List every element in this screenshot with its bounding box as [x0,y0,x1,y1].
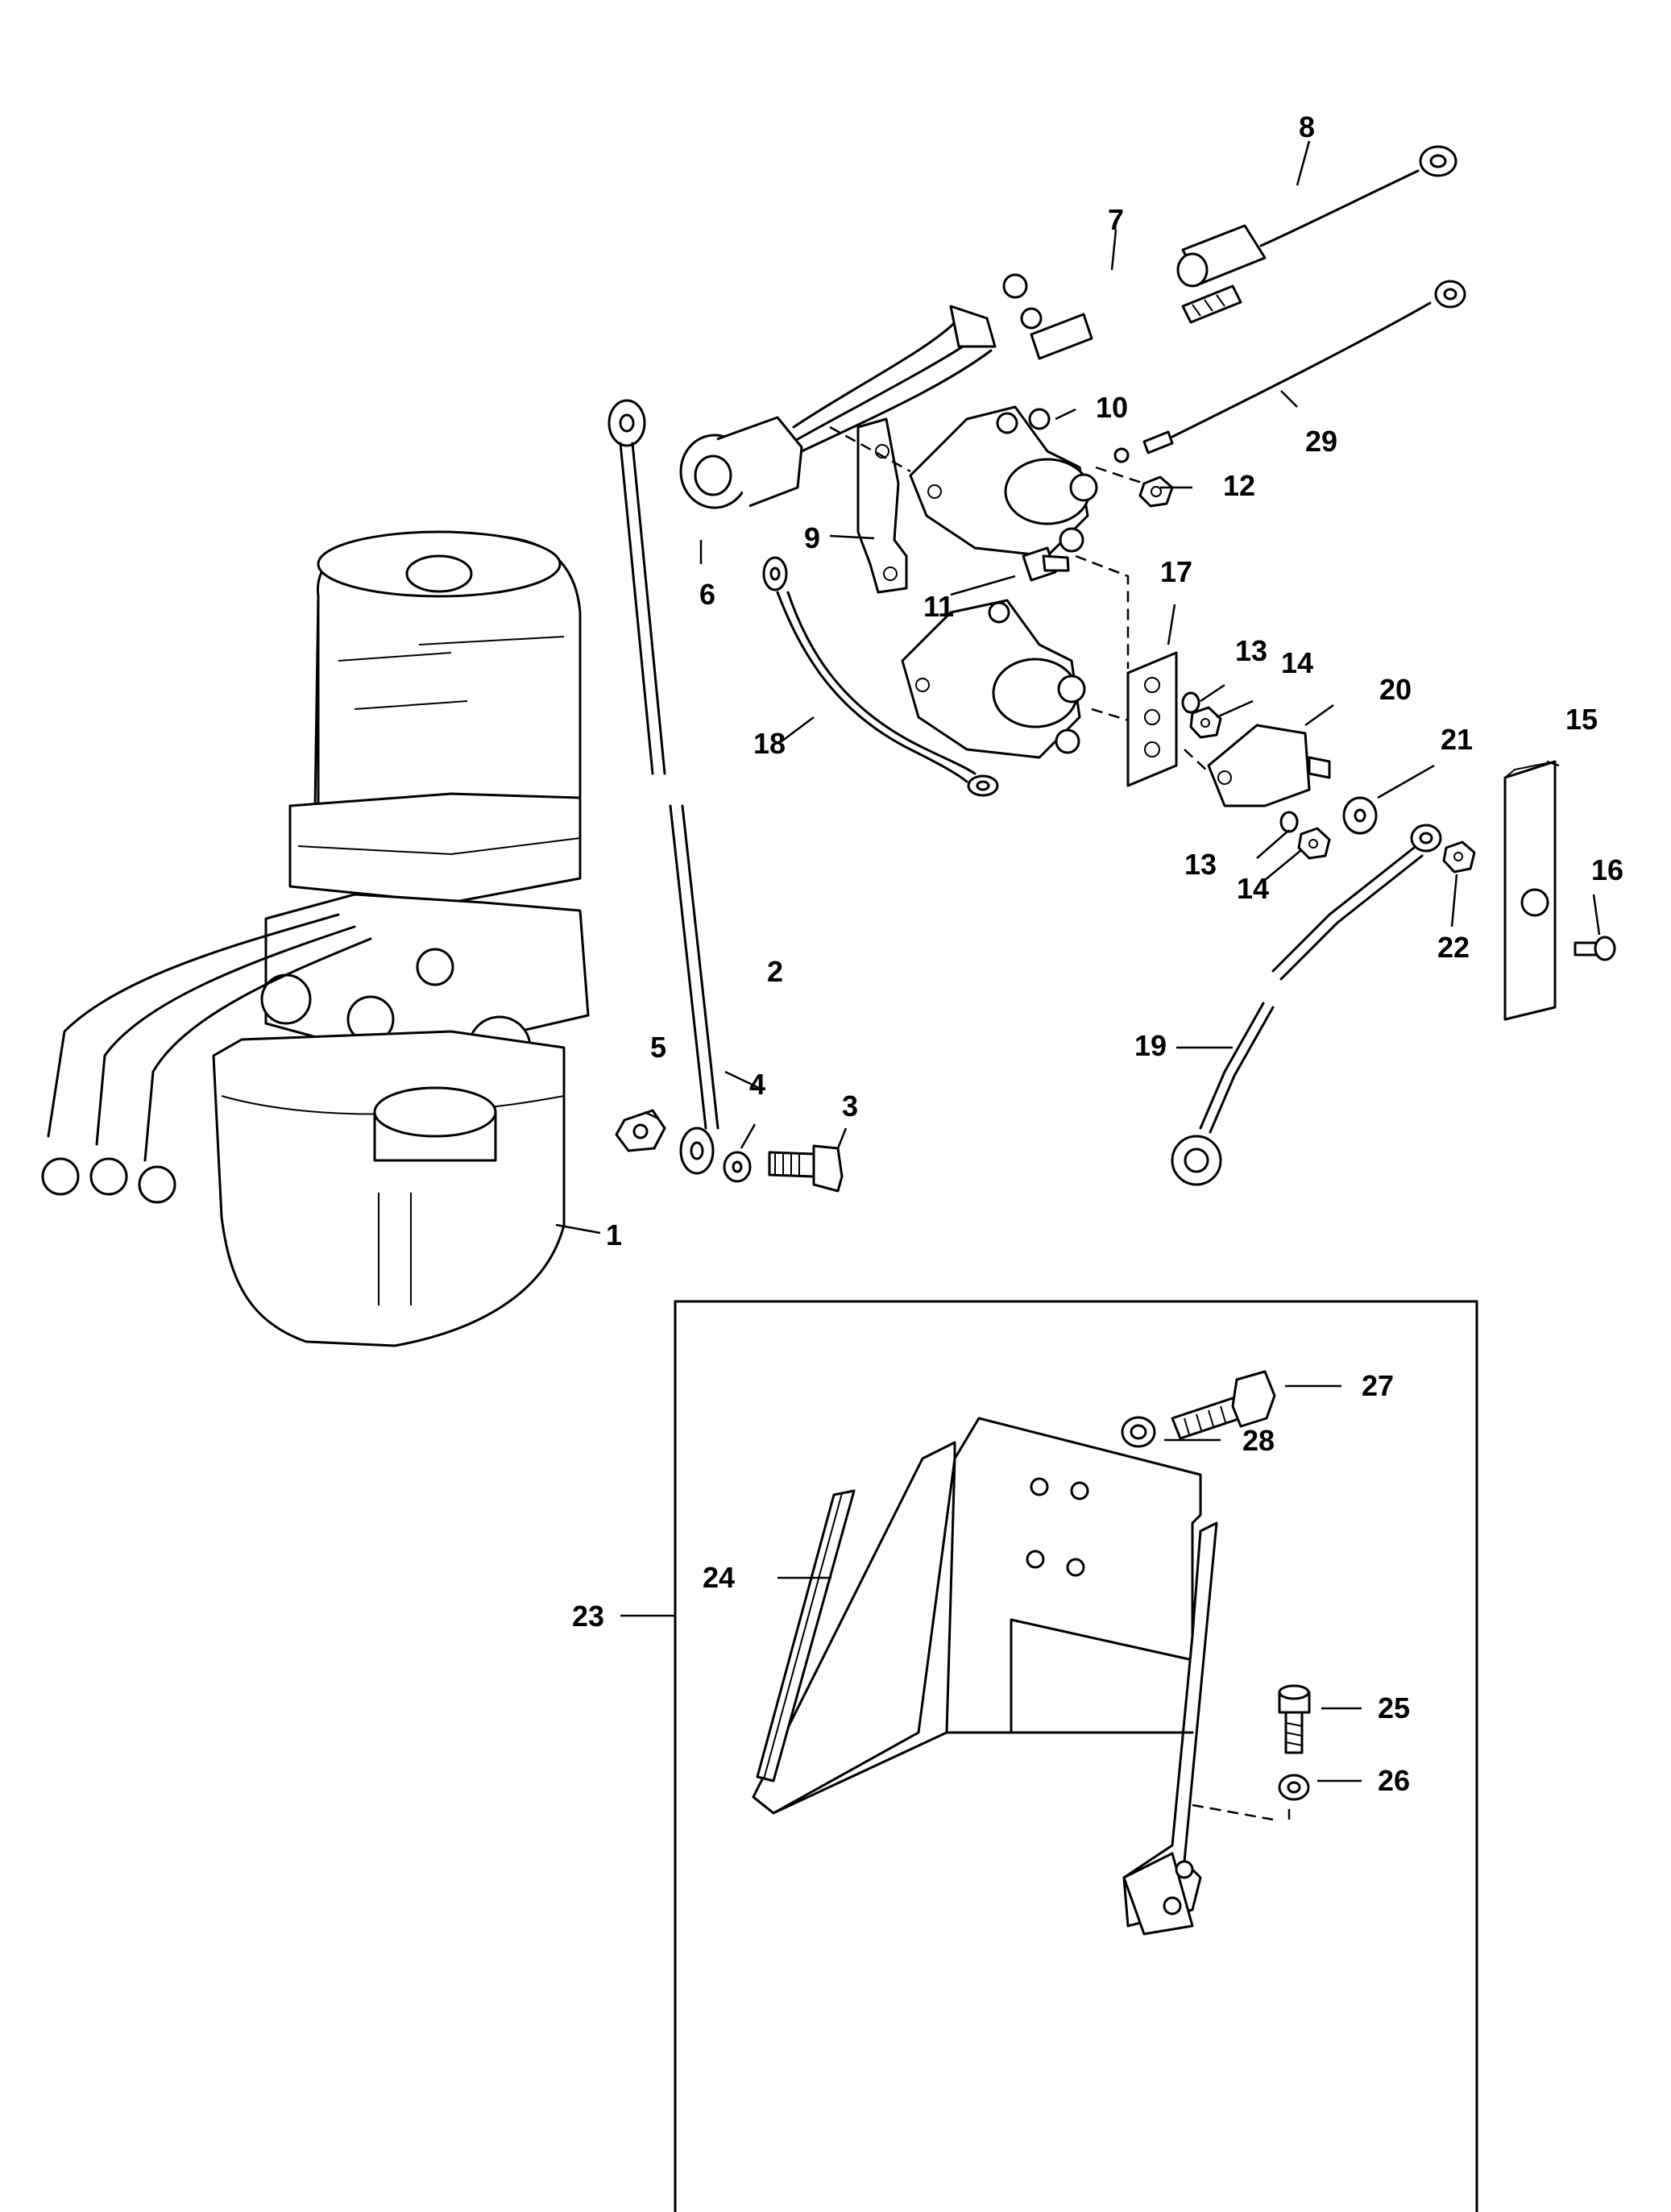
callout-26: 26 [1378,1764,1410,1797]
plug-body [1030,313,1093,360]
cable-19 [1171,824,1442,1186]
nut-14-upper [1189,706,1222,739]
cable-29 [1113,280,1466,463]
screw-11 [1022,546,1070,582]
callouts-inset: 27 28 24 25 26 [703,1369,1410,1797]
dash-line-3 [1075,554,1130,669]
callout-29: 29 [1305,425,1337,458]
hardware-3-4-5 [615,1109,844,1193]
callout-16: 16 [1591,853,1623,886]
callout-5: 5 [650,1031,666,1064]
plate-17 [1126,651,1178,787]
callout-2: 2 [767,955,783,988]
callouts-upper: 8 7 10 29 12 6 9 11 17 13 14 20 21 15 18… [555,110,1623,1251]
callout-14b: 14 [1237,872,1269,905]
callout-15: 15 [1565,703,1598,736]
strip-24 [756,1489,856,1782]
clamp-15 [1503,760,1557,1021]
bolt-27 [1171,1370,1276,1440]
dash-line-inset [1192,1803,1274,1821]
callout-13a: 13 [1235,634,1267,667]
callout-6: 6 [699,578,715,611]
callout-10: 10 [1096,391,1128,424]
callout-27: 27 [1362,1369,1394,1402]
nut-14-lower [1297,827,1331,860]
callout-25: 25 [1378,1691,1410,1724]
callout-24: 24 [703,1561,735,1594]
cable-18 [762,556,999,797]
callout-20: 20 [1379,673,1412,706]
washer-13-lower [1279,811,1299,833]
callout-13b: 13 [1184,848,1217,881]
dash-line-1 [829,425,911,473]
mount-bracket [752,1417,1218,1936]
inset-box: 23 [572,1300,1478,2212]
washer-28 [1121,1416,1156,1448]
component-20 [1207,724,1331,807]
callout-4: 4 [749,1068,765,1101]
callout-14a: 14 [1281,646,1313,679]
callout-1: 1 [606,1218,622,1251]
washer-21 [1342,796,1378,835]
callout-3: 3 [842,1089,858,1123]
callout-23: 23 [572,1600,604,1633]
pin-7 [1181,284,1242,324]
callout-19: 19 [1134,1029,1167,1062]
nut-12 [1138,475,1174,508]
nut-22 [1442,840,1476,874]
callout-8: 8 [1299,110,1315,143]
callout-12: 12 [1223,469,1255,502]
cable-8 [1176,145,1457,288]
callout-7: 7 [1108,203,1124,236]
pump-motor-assembly [41,530,590,1347]
callout-21: 21 [1441,723,1473,756]
screw-16 [1574,936,1616,961]
connector-6 [679,273,1043,509]
dash-line-2 [1095,466,1145,485]
washer-26 [1278,1774,1310,1801]
solenoid-lower [901,599,1086,759]
callout-22: 22 [1437,931,1470,964]
callout-9: 9 [804,521,820,554]
cable-2 [607,399,719,1175]
callout-11: 11 [923,590,954,623]
washer-13-upper [1181,691,1200,714]
bolt-25 [1278,1684,1311,1754]
solenoid-10 [909,405,1098,558]
callout-17: 17 [1160,555,1192,588]
bracket-9 [856,417,908,594]
callout-18: 18 [753,727,786,760]
callout-28: 28 [1242,1424,1275,1457]
dash-line-5 [1184,749,1209,773]
